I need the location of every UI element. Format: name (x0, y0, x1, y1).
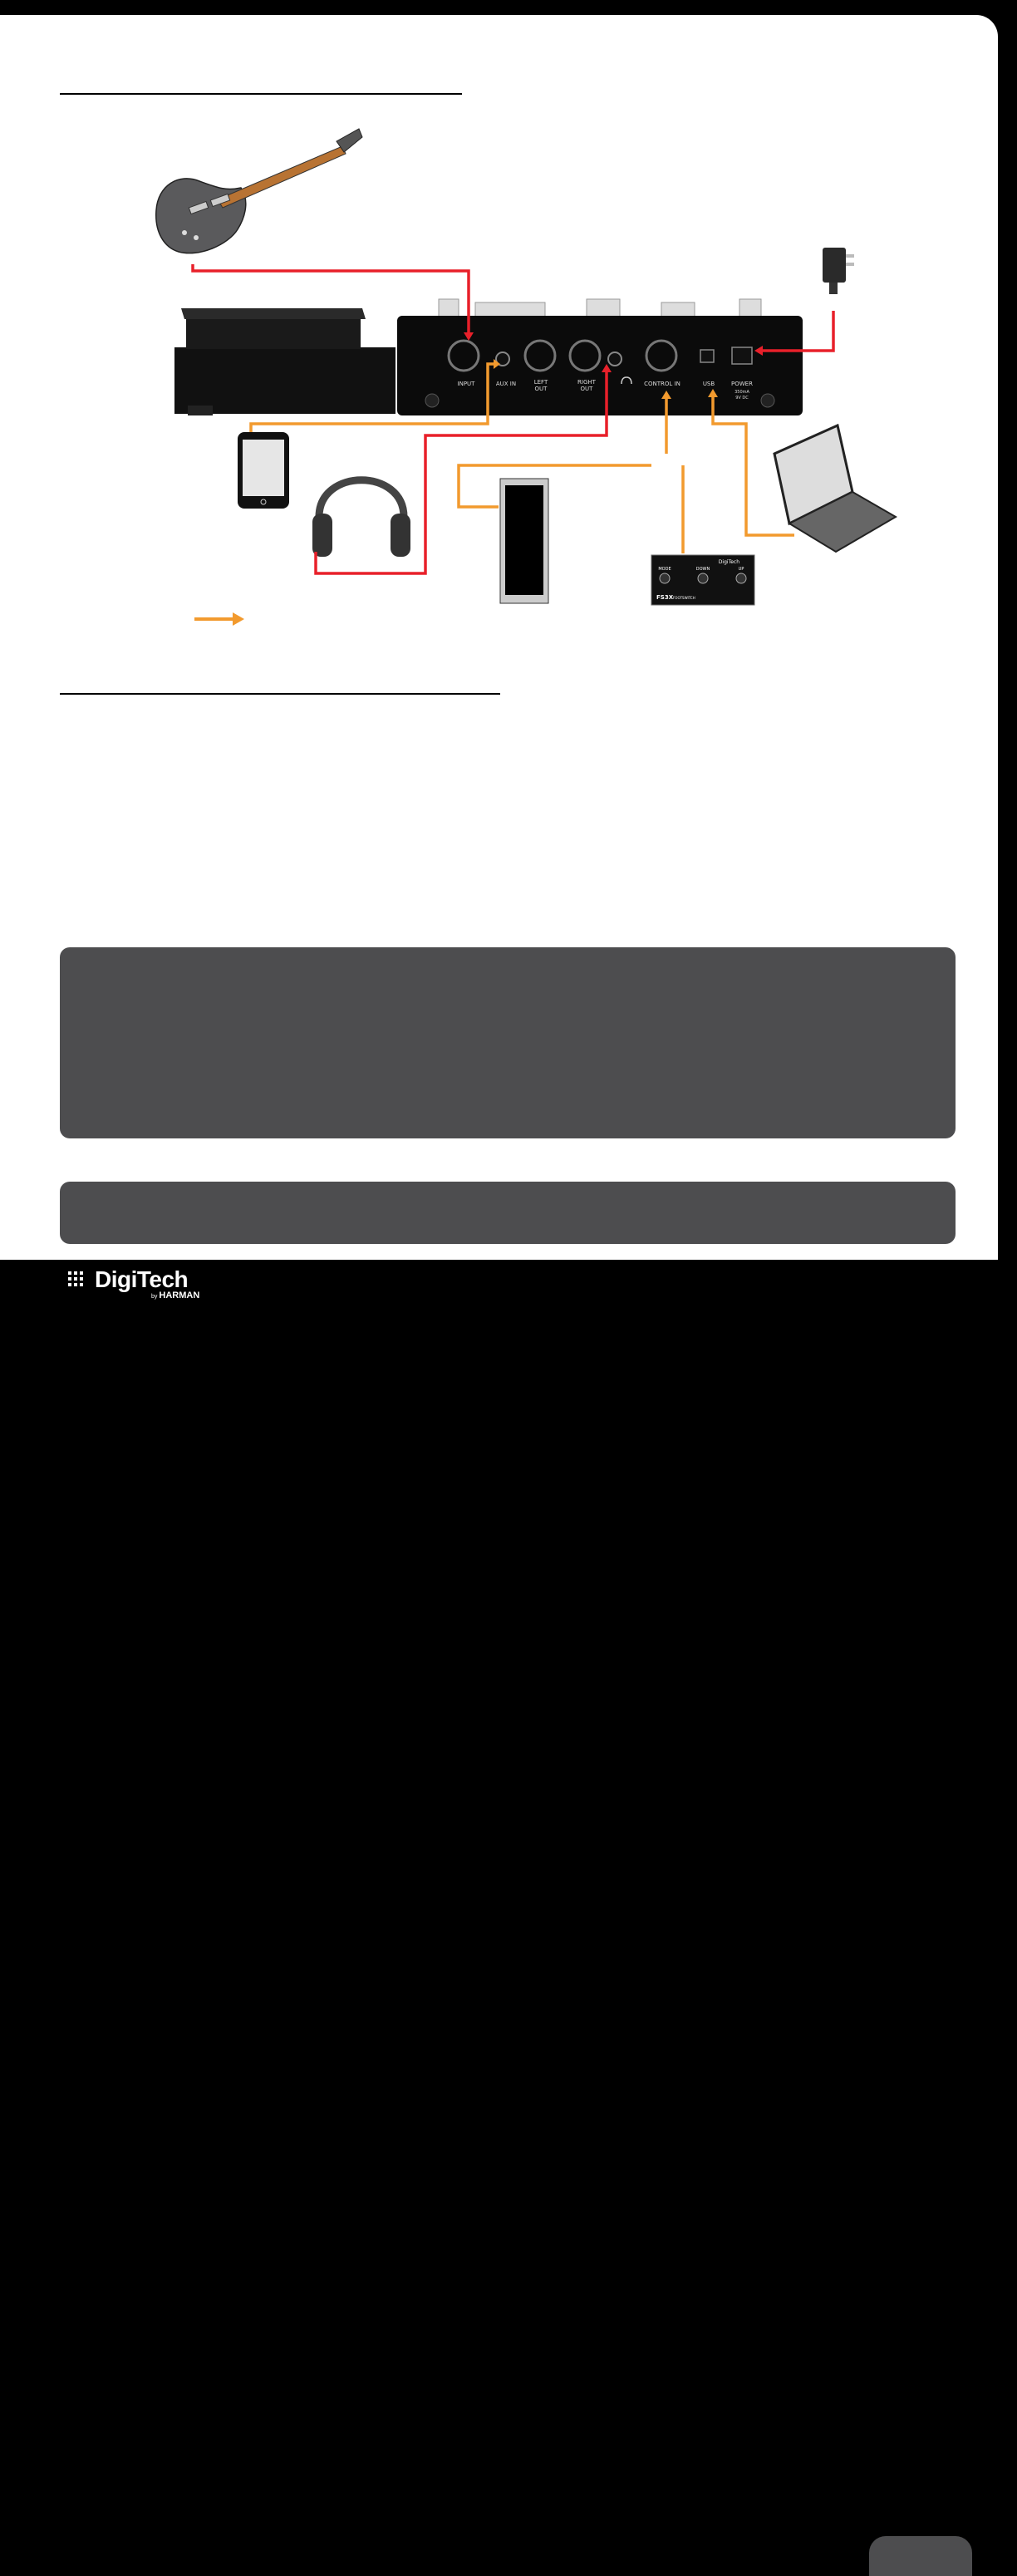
footswitch-model: FS3X (656, 594, 674, 601)
right-out-jack (568, 339, 602, 372)
footswitch-down-label: DOWN (696, 567, 710, 572)
aux-in-label: AUX IN (496, 381, 516, 387)
right-out-label-1: RIGHT (577, 379, 597, 386)
red-cables (191, 264, 835, 575)
input-label: INPUT (458, 381, 476, 387)
footswitch-model-sub: FOOTSWITCH (673, 596, 695, 600)
power-spec-2: 9V DC (735, 396, 749, 401)
logo-harman: HARMAN (159, 1290, 200, 1300)
headphone-jack (607, 351, 622, 366)
right-out-label-2: OUT (581, 386, 594, 392)
footswitch-mode-label: MODE (658, 567, 671, 572)
fs3x-footswitch: DigiTech MODE DOWN UP FS3X FOOTSWITCH (651, 554, 755, 606)
section-rule-top (60, 93, 462, 95)
note-box-large (60, 947, 956, 1138)
control-in-label: CONTROL IN (644, 381, 680, 387)
expression-pedal-icon (499, 478, 549, 604)
orange-cables (249, 362, 794, 553)
footswitch-up-label: UP (739, 567, 744, 572)
usb-label: USB (703, 381, 715, 387)
left-out-jack (523, 339, 557, 372)
usb-port (700, 349, 715, 363)
logo-by: by (151, 1294, 158, 1300)
note-box-small (60, 1182, 956, 1244)
headphones-icon (312, 476, 410, 557)
phone-icon (238, 432, 289, 509)
aux-in-jack (495, 351, 510, 366)
power-port (731, 347, 753, 365)
laptop-icon (773, 423, 897, 553)
expression-pedal-side (174, 308, 396, 415)
left-out-label-2: OUT (535, 386, 548, 392)
power-label: POWER (731, 381, 753, 387)
input-jack (447, 339, 480, 372)
legend-arrow-icon (194, 612, 244, 626)
guitar-icon (155, 128, 363, 254)
main-unit-rear: INPUT AUX IN LEFT OUT RIGHT OUT CONTROL … (397, 298, 803, 415)
logo-brand: DigiTech (95, 1266, 189, 1292)
power-adapter-icon (823, 248, 854, 294)
section-rule-bottom (60, 693, 500, 695)
left-out-label-1: LEFT (534, 379, 548, 386)
control-in-jack (645, 339, 678, 372)
footswitch-brand: DigiTech (719, 559, 739, 565)
power-spec-1: 350mA (734, 390, 749, 395)
connection-diagram: INPUT AUX IN LEFT OUT RIGHT OUT CONTROL … (155, 128, 897, 626)
page-number-tab (869, 2536, 972, 2576)
headphone-icon (621, 376, 632, 385)
logo-dots-icon (68, 1271, 83, 1286)
manual-page: INPUT AUX IN LEFT OUT RIGHT OUT CONTROL … (0, 15, 998, 1316)
